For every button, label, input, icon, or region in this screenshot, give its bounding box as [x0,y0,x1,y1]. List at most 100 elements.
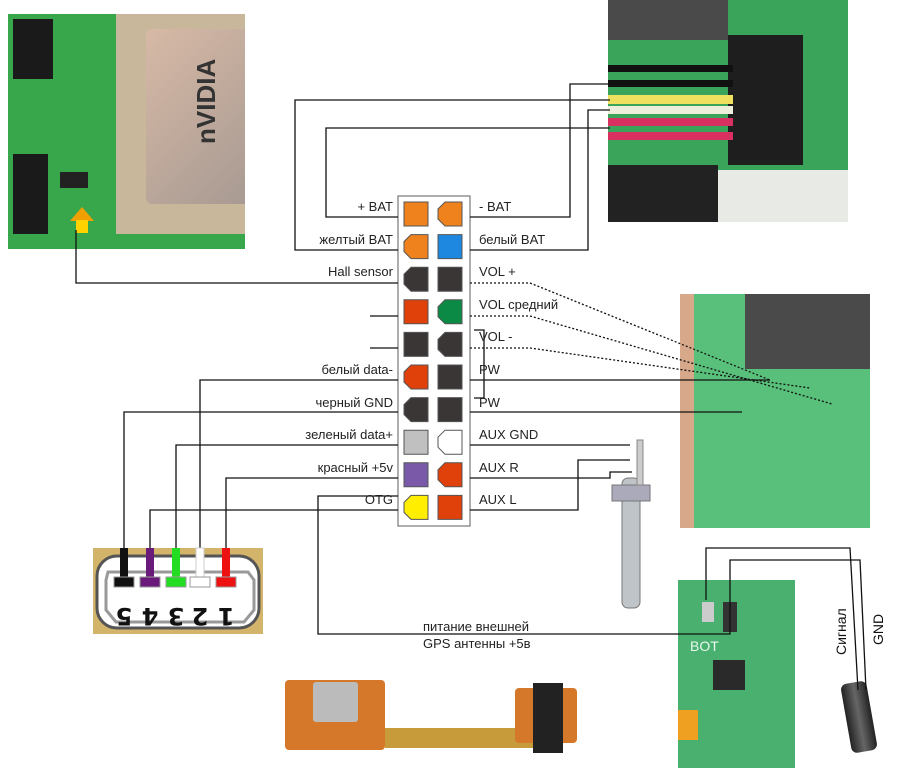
pin-left-9 [403,462,429,488]
usb-pin-pad-1 [215,576,237,588]
wire-black-1 [608,65,733,72]
pin-label-left: белый data- [321,362,393,377]
nvidia-board-photo: nVIDIA [8,14,245,249]
pin-left-10 [403,494,429,520]
wire-otg [149,509,398,560]
antenna-gnd-label: GND [870,613,886,645]
gps-board-photo: BOT [678,580,795,768]
pin-left-4 [403,299,429,325]
wire-aux-r [470,471,632,479]
pin-right-3 [437,266,463,292]
pin-label-right: VOL + [479,264,516,280]
pin-left-8 [403,429,429,455]
audio-plug-thread [611,484,651,502]
wire-white-bat [470,109,610,251]
pin-left-5 [403,331,429,357]
memory-chip-bottom [13,154,48,234]
pin-right-1 [437,201,463,227]
wire-black-2 [608,80,733,87]
flex-connector [745,294,870,369]
usb-pin-pad-2 [189,576,211,588]
usb-pin-number: 1 [218,602,235,630]
wire-gps-power [317,495,867,691]
pin-left-1 [403,201,429,227]
wire-hall-sensor [75,230,398,284]
wire-gnd [123,411,398,560]
wire-white [608,106,733,114]
pin-label-right: PW [479,394,500,410]
wire-data-minus [199,379,398,560]
pin-left-7 [403,397,429,423]
usb-pin-pad-3 [165,576,187,588]
pin-left-6 [403,364,429,390]
usb-pin-number: 5 [116,602,133,630]
volume-board-photo [680,294,870,528]
wire-data-plus [175,444,398,560]
audio-plug [621,477,641,609]
wire-pw-bracket [474,329,485,399]
pin-right-8 [437,429,463,455]
usb-pin-4 [146,548,154,582]
pin-label-right: - BAT [479,199,512,214]
memory-chip-top [13,19,53,79]
gps-power-label-line2: GPS антенны +5в [423,636,531,651]
usb-pin-number: 2 [192,602,209,630]
pin-label-right: VOL - [479,329,513,345]
wire-aux-l [470,459,630,511]
battery-connector-photo [608,0,848,222]
arrow-up-icon [70,207,94,221]
wire-red-2 [608,132,733,140]
pin-left-2 [403,234,429,260]
usb-pin-1 [222,548,230,582]
pin-label-left: красный +5v [317,459,393,475]
pin-right-4 [437,299,463,325]
pin-label-left: зеленый data+ [305,427,393,443]
usb-pin-pad-5 [113,576,135,588]
pin-right-9 [437,462,463,488]
audio-jack-board [515,683,577,753]
pin-right-6 [437,364,463,390]
pin-label-right: PW [479,362,500,377]
gps-ic [713,660,745,690]
pin-label-right: AUX L [479,492,517,508]
flex-cable-photo [285,680,585,760]
usb-port-board [285,680,385,750]
pin-right-5 [437,331,463,357]
pin-label-left: Hall sensor [327,264,393,280]
usb-pin-3 [172,548,180,582]
wire-plus-bat [325,127,610,218]
pin-label-right: VOL средний [479,296,559,312]
wire-yellow-bat [294,99,610,251]
pin-label-left: + BAT [357,199,393,214]
audio-plug-terminal [636,439,644,486]
wire-vol-plus [470,282,771,381]
pin-right-10 [437,494,463,520]
wire-yellow [608,95,733,104]
gps-label-bot: BOT [690,638,719,654]
usb-pin-pad-4 [139,576,161,588]
antenna-signal-label: Сигнал [833,608,849,655]
gps-power-label-line1: питание внешней [423,619,530,634]
pin-label-left: желтый BAT [319,231,393,247]
usb-pin-number: 3 [168,602,185,630]
pin-label-left: черный GND [315,394,393,410]
flex-strip [385,728,555,748]
transistor [60,172,88,188]
pin-label-right: AUX GND [479,427,539,443]
wire-minus-bat [470,83,610,218]
pin-label-right: белый BAT [479,231,546,247]
gpu-heatspreader: nVIDIA [116,14,245,234]
pin-right-2 [437,234,463,260]
wire-red-1 [608,118,733,126]
usb-pin-5 [120,548,128,582]
pin-label-left: OTG [364,492,393,508]
pin-label-right: AUX R [479,459,519,475]
pin-left-3 [403,266,429,292]
wire-vol-middle [470,315,833,405]
pin-right-7 [437,397,463,423]
wire-vol-minus [470,347,811,389]
wire-5v [225,477,398,560]
wire-gps-signal [705,547,859,691]
usb-pin-number: 4 [142,602,159,630]
